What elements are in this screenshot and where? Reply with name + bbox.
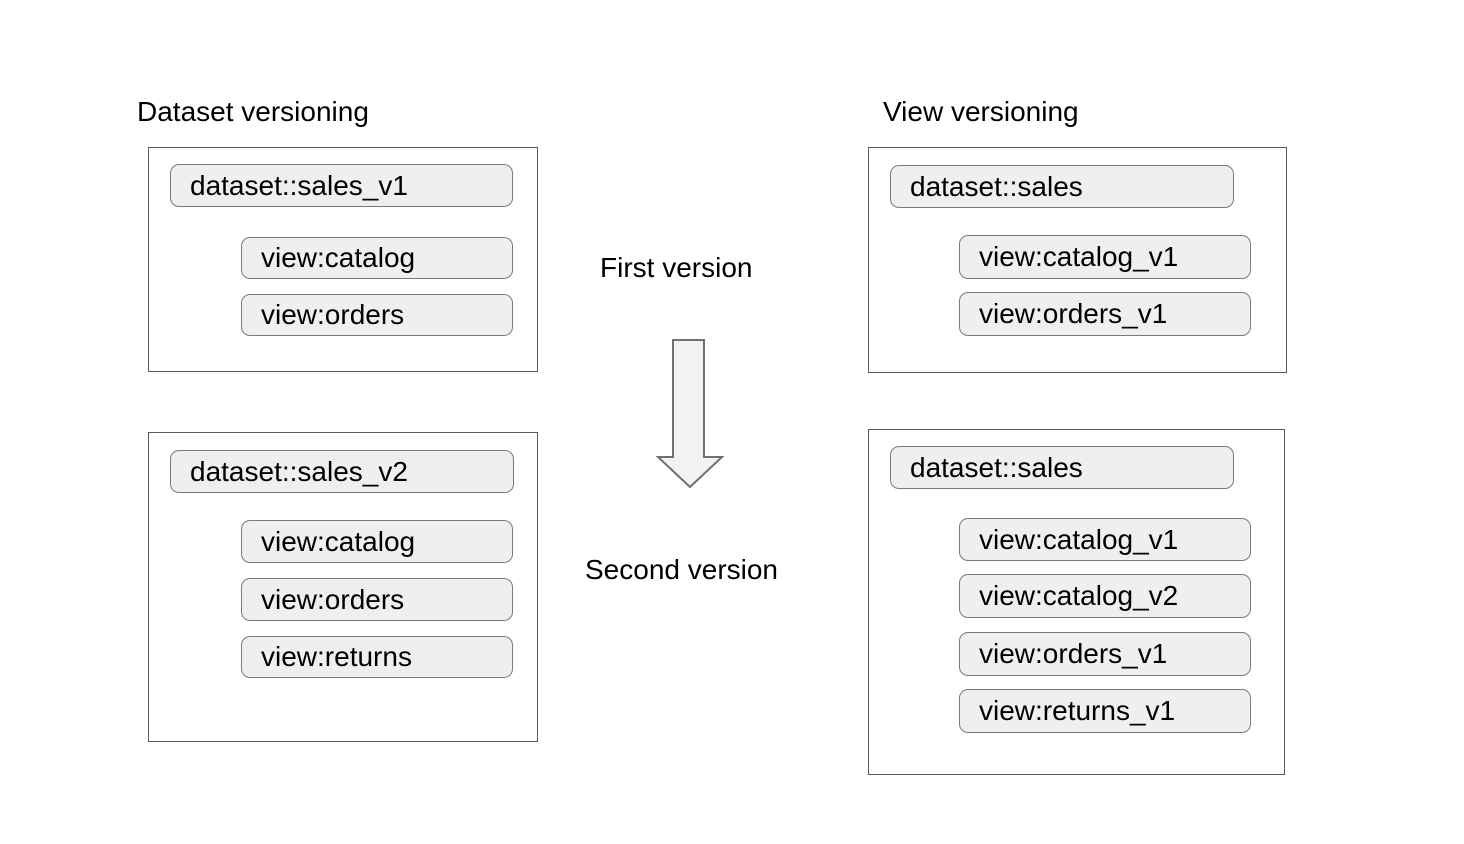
second-version-label: Second version: [585, 554, 779, 585]
pill-view-catalog: view:catalog: [241, 237, 513, 279]
dataset-versioning-heading: Dataset versioning: [137, 96, 369, 127]
view-versioning-v1-box: dataset::sales view:catalog_v1 view:orde…: [868, 147, 1287, 373]
pill-view-returns: view:returns: [241, 636, 513, 678]
pill-dataset-sales-v1: dataset::sales_v1: [170, 164, 513, 207]
pill-dataset-sales: dataset::sales: [890, 165, 1234, 208]
down-arrow-icon: [648, 330, 738, 496]
view-versioning-heading: View versioning: [883, 96, 1079, 127]
pill-view-returns-v1: view:returns_v1: [959, 689, 1251, 733]
pill-view-catalog-v1: view:catalog_v1: [959, 235, 1251, 279]
pill-view-orders: view:orders: [241, 294, 513, 336]
pill-view-orders: view:orders: [241, 578, 513, 621]
view-versioning-v2-box: dataset::sales view:catalog_v1 view:cata…: [868, 429, 1285, 775]
pill-view-catalog: view:catalog: [241, 520, 513, 563]
dataset-versioning-v2-box: dataset::sales_v2 view:catalog view:orde…: [148, 432, 538, 742]
first-version-label: First version: [600, 252, 753, 283]
pill-view-catalog-v2: view:catalog_v2: [959, 574, 1251, 618]
dataset-versioning-v1-box: dataset::sales_v1 view:catalog view:orde…: [148, 147, 538, 372]
pill-view-orders-v1: view:orders_v1: [959, 292, 1251, 336]
pill-view-catalog-v1: view:catalog_v1: [959, 518, 1251, 561]
pill-dataset-sales: dataset::sales: [890, 446, 1234, 489]
pill-dataset-sales-v2: dataset::sales_v2: [170, 450, 514, 493]
pill-view-orders-v1: view:orders_v1: [959, 632, 1251, 676]
